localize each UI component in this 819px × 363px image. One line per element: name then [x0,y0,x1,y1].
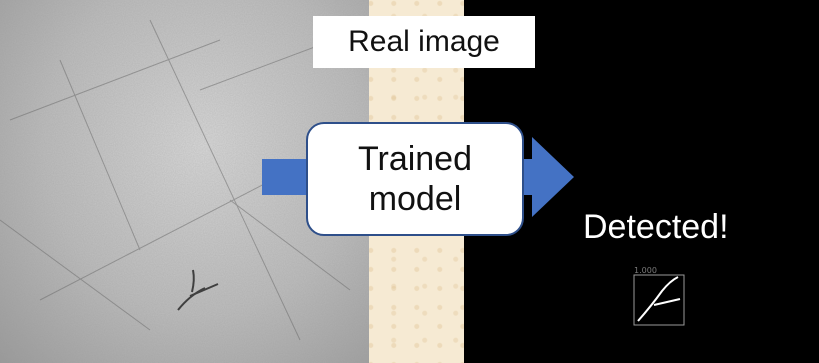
detected-crack [637,276,681,322]
confidence-score: 1.000 [634,266,657,275]
real-image-label: Real image [313,16,535,68]
crack-feature [177,269,219,311]
detection-box: 1.000 [633,266,685,326]
model-label-line2: model [368,180,462,218]
model-label-line1: Trained [357,140,473,178]
detected-label: Detected! [583,208,729,246]
trained-model-box: Trained model [306,122,524,236]
